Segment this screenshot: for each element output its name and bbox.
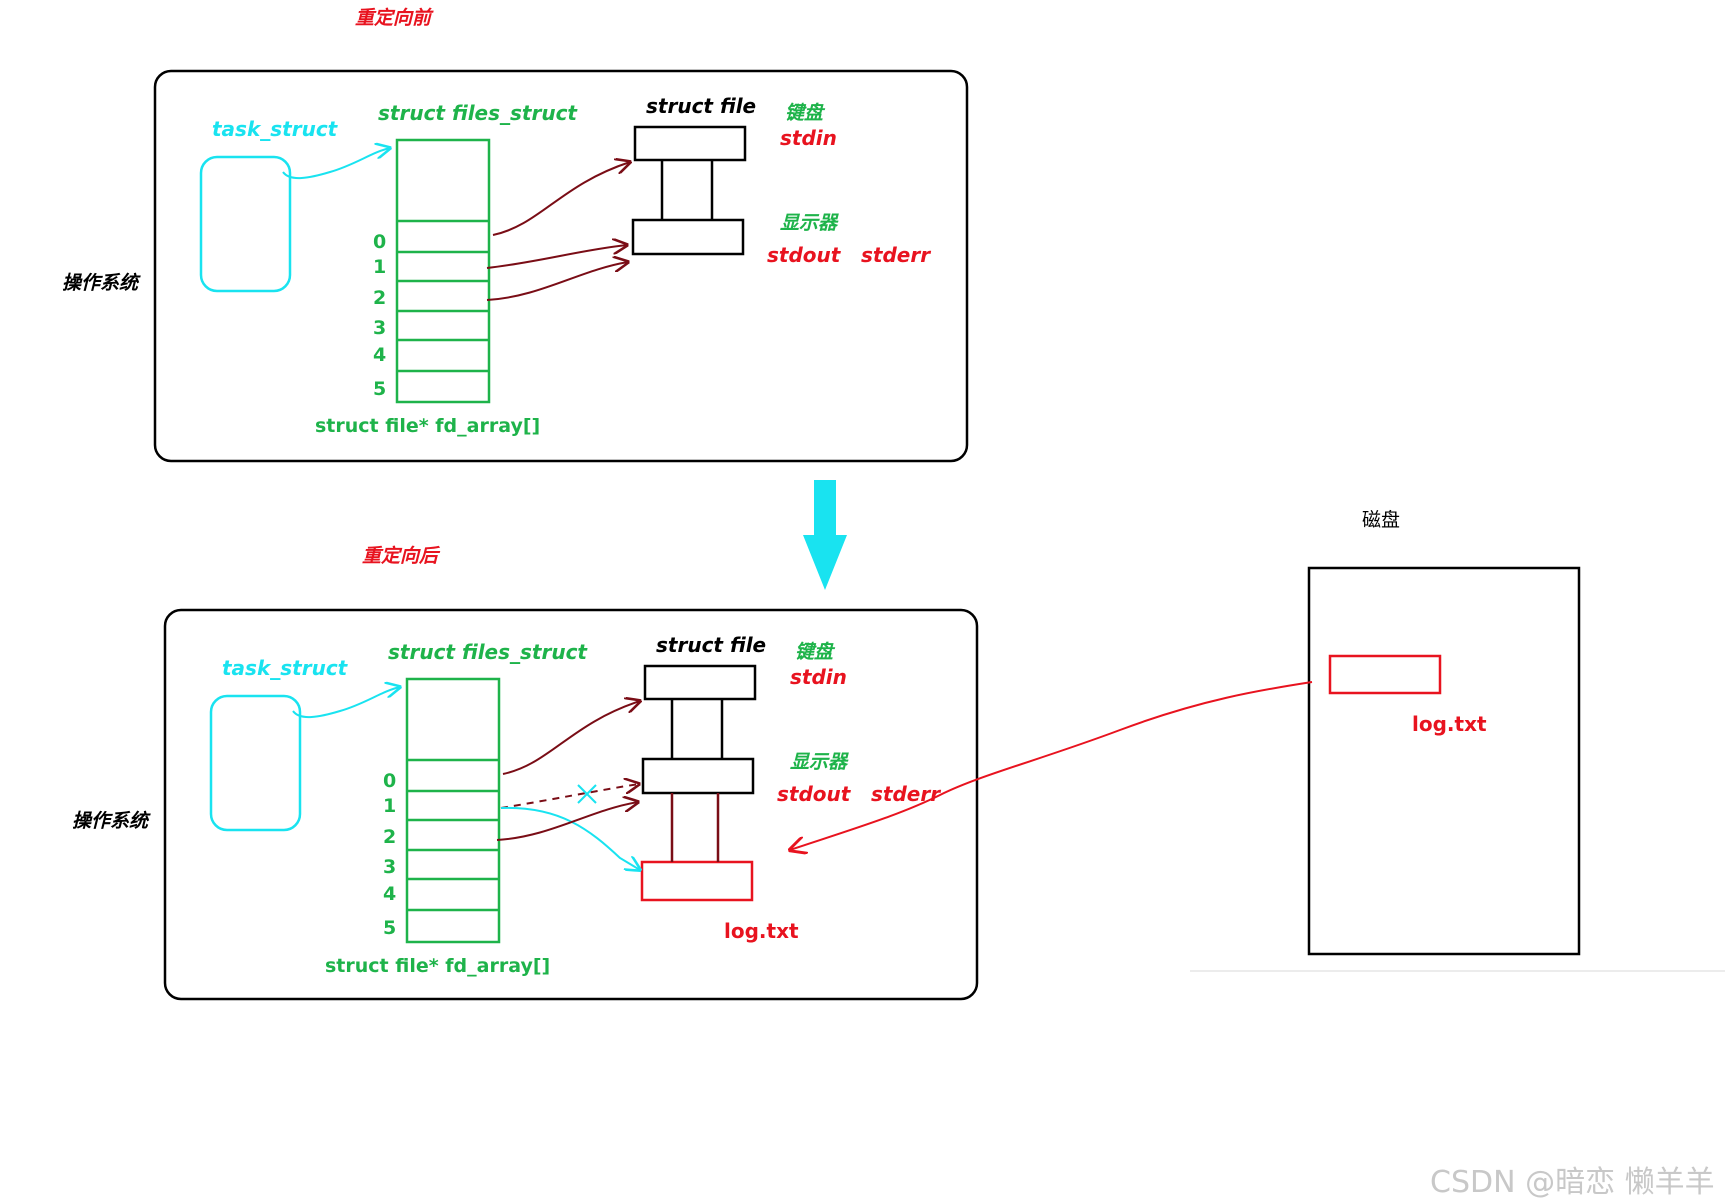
watermark: CSDN @暗恋 懒羊羊 — [1430, 1165, 1715, 1200]
stdin-label-after: stdin — [790, 665, 847, 689]
fd0-arrow-before — [492, 162, 630, 236]
files-struct-label-after: struct files_struct — [388, 640, 588, 664]
fd2-arrow-before — [486, 262, 628, 301]
fd-index: 1 — [383, 795, 396, 817]
stderr-label-after: stderr — [871, 782, 941, 806]
fd-array-label-after: struct file* fd_array[] — [325, 955, 550, 977]
task-struct-box-before — [199, 155, 292, 293]
task-to-files-arrow-before — [282, 148, 390, 179]
stdin-file-box-before — [633, 125, 747, 162]
fd-index: 3 — [383, 856, 396, 878]
fd1-old-dashed-arrow — [500, 784, 639, 809]
disk-box — [1307, 566, 1581, 956]
stdout-label-before: stdout — [767, 243, 842, 267]
disk-to-file-arrow — [790, 681, 1313, 850]
keyboard-label-after: 键盘 — [795, 641, 836, 663]
fd-index: 5 — [373, 378, 386, 400]
fd-index: 0 — [383, 770, 396, 792]
before-title: 重定向前 — [355, 7, 434, 29]
log-file-label-after: log.txt — [724, 919, 799, 943]
keyboard-label-before: 键盘 — [785, 102, 826, 124]
stdout-label-after: stdout — [777, 782, 852, 806]
disk-log-file-label: log.txt — [1412, 712, 1487, 736]
fd-index: 4 — [373, 344, 386, 366]
task-struct-label-after: task_struct — [222, 656, 349, 680]
os-label-after: 操作系统 — [72, 810, 151, 832]
fd-indices-before: 0 1 2 3 4 5 — [373, 231, 386, 400]
fd-indices-after: 0 1 2 3 4 5 — [383, 770, 396, 939]
task-struct-label-before: task_struct — [212, 117, 339, 141]
struct-file-label-before: struct file — [646, 94, 756, 118]
fd1-arrow-before — [486, 245, 627, 269]
stdout-file-box-after — [641, 757, 755, 795]
fd-array-label-before: struct file* fd_array[] — [315, 415, 540, 437]
struct-file-label-after: struct file — [656, 633, 766, 657]
os-box-after — [163, 608, 979, 1001]
fd-array-before — [395, 138, 491, 404]
fd1-redirect-arrow — [500, 806, 640, 870]
down-arrow — [803, 480, 847, 590]
files-struct-label-before: struct files_struct — [378, 101, 578, 125]
fd-index: 3 — [373, 317, 386, 339]
monitor-label-after: 显示器 — [790, 751, 849, 773]
fd-index: 2 — [383, 826, 396, 848]
cross-mark — [577, 784, 597, 804]
fd0-arrow-after — [502, 701, 640, 775]
task-struct-box-after — [209, 694, 302, 832]
os-box-before — [153, 69, 969, 463]
disk-label: 磁盘 — [1362, 509, 1400, 531]
log-file-box-after — [640, 860, 754, 902]
monitor-label-before: 显示器 — [780, 212, 839, 234]
fd-index: 0 — [373, 231, 386, 253]
after-title: 重定向后 — [362, 545, 441, 567]
task-to-files-arrow-after — [292, 687, 400, 718]
fd-index: 5 — [383, 917, 396, 939]
stdin-file-box-after — [643, 664, 757, 701]
fd-index: 1 — [373, 256, 386, 278]
fd-array-after — [405, 677, 501, 944]
stdout-file-box-before — [631, 218, 745, 256]
os-label-before: 操作系统 — [62, 272, 141, 294]
stdin-label-before: stdin — [780, 126, 837, 150]
fd-index: 4 — [383, 883, 396, 905]
disk-log-file-box — [1328, 654, 1442, 695]
fd2-arrow-after — [496, 802, 638, 841]
stderr-label-before: stderr — [861, 243, 931, 267]
fd-index: 2 — [373, 287, 386, 309]
